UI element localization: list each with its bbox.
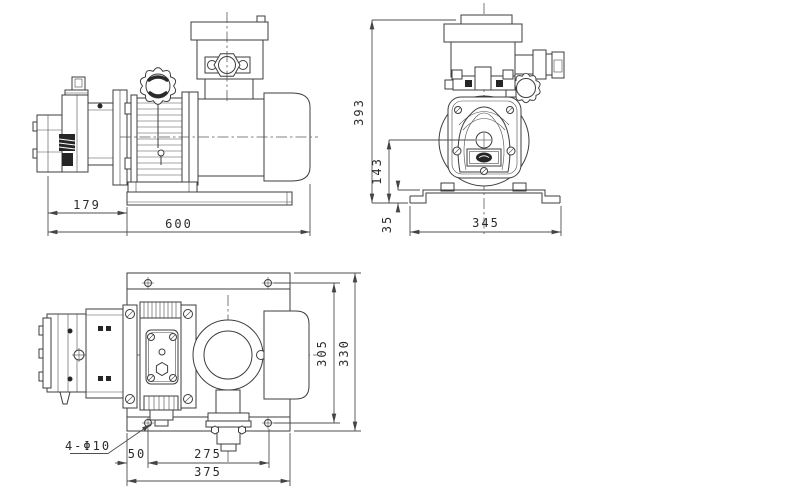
hex-bolt xyxy=(238,425,246,435)
pump-foot-pad xyxy=(512,182,527,192)
front-pump-head xyxy=(438,66,530,192)
front-rotor-hub xyxy=(475,131,493,149)
front-dim-143: 143 xyxy=(370,139,475,203)
dim-label-4-phi10: 4-Φ10 xyxy=(65,439,111,453)
side-dim-179: 179 xyxy=(47,176,128,236)
dim-label-375: 375 xyxy=(194,465,222,479)
top-dim-305: 305 xyxy=(274,282,340,424)
side-junction-box xyxy=(190,12,269,103)
side-gearbox xyxy=(112,89,199,186)
side-cable-gland xyxy=(204,53,251,77)
side-view: 179 600 xyxy=(32,12,318,236)
side-baseplate xyxy=(126,181,293,206)
gearbox-foot xyxy=(127,181,198,193)
front-cable-gland xyxy=(505,49,565,104)
knob-slot xyxy=(147,75,169,82)
dim-label-275: 275 xyxy=(194,447,222,461)
front-mounting-bracket xyxy=(444,66,516,91)
mount-hole xyxy=(142,277,154,289)
hex-plug xyxy=(155,361,169,377)
mount-hole xyxy=(262,417,274,429)
top-dim-275: 275 xyxy=(148,429,270,468)
dim-label-305: 305 xyxy=(315,339,329,367)
gearbox-fins xyxy=(136,97,183,183)
top-view: 4-Φ10 50 275 375 305 xyxy=(38,272,361,486)
front-cover-screws xyxy=(452,106,516,175)
side-coupling-housing xyxy=(87,102,114,166)
hex-bolt xyxy=(211,425,219,435)
pinch-spring xyxy=(59,134,75,151)
dim-label-393: 393 xyxy=(352,98,366,126)
top-junction-box xyxy=(205,389,252,452)
front-dim-35: 35 xyxy=(380,180,420,233)
tube-port xyxy=(59,391,71,405)
top-dim-375: 375 xyxy=(127,433,291,486)
front-dim-345: 345 xyxy=(409,206,562,236)
knob-slot xyxy=(148,91,168,98)
top-motor-endcap xyxy=(263,310,310,400)
dim-label-179: 179 xyxy=(73,198,101,212)
side-handwheel-knob xyxy=(139,67,177,105)
bolt-dot xyxy=(97,103,103,109)
tube-track-outline xyxy=(457,106,511,173)
top-gearbox xyxy=(122,301,197,427)
top-motor xyxy=(192,310,310,400)
gearbox-cover-plate xyxy=(145,329,179,385)
front-dim-393: 393 xyxy=(352,19,456,204)
mount-hole xyxy=(262,277,274,289)
side-dim-600: 600 xyxy=(48,184,311,236)
dim-label-143: 143 xyxy=(370,157,384,185)
pump-foot-pad xyxy=(440,182,455,192)
front-view: 393 143 35 345 xyxy=(352,3,565,236)
top-dim-50: 50 xyxy=(115,429,160,486)
side-pump-head xyxy=(32,76,89,173)
top-dim-330: 330 xyxy=(294,272,361,432)
dim-label-345: 345 xyxy=(472,216,500,230)
top-coupling-housing xyxy=(85,308,124,399)
dim-label-330: 330 xyxy=(337,339,351,367)
dim-label-600: 600 xyxy=(165,217,193,231)
top-pump-head xyxy=(38,313,87,405)
leader-4-phi10: 4-Φ10 xyxy=(65,423,152,454)
dim-label-50: 50 xyxy=(128,447,146,461)
dim-label-35: 35 xyxy=(380,215,394,233)
side-motor xyxy=(197,92,311,182)
front-base-bracket xyxy=(409,189,561,204)
front-nameplate xyxy=(466,148,502,167)
